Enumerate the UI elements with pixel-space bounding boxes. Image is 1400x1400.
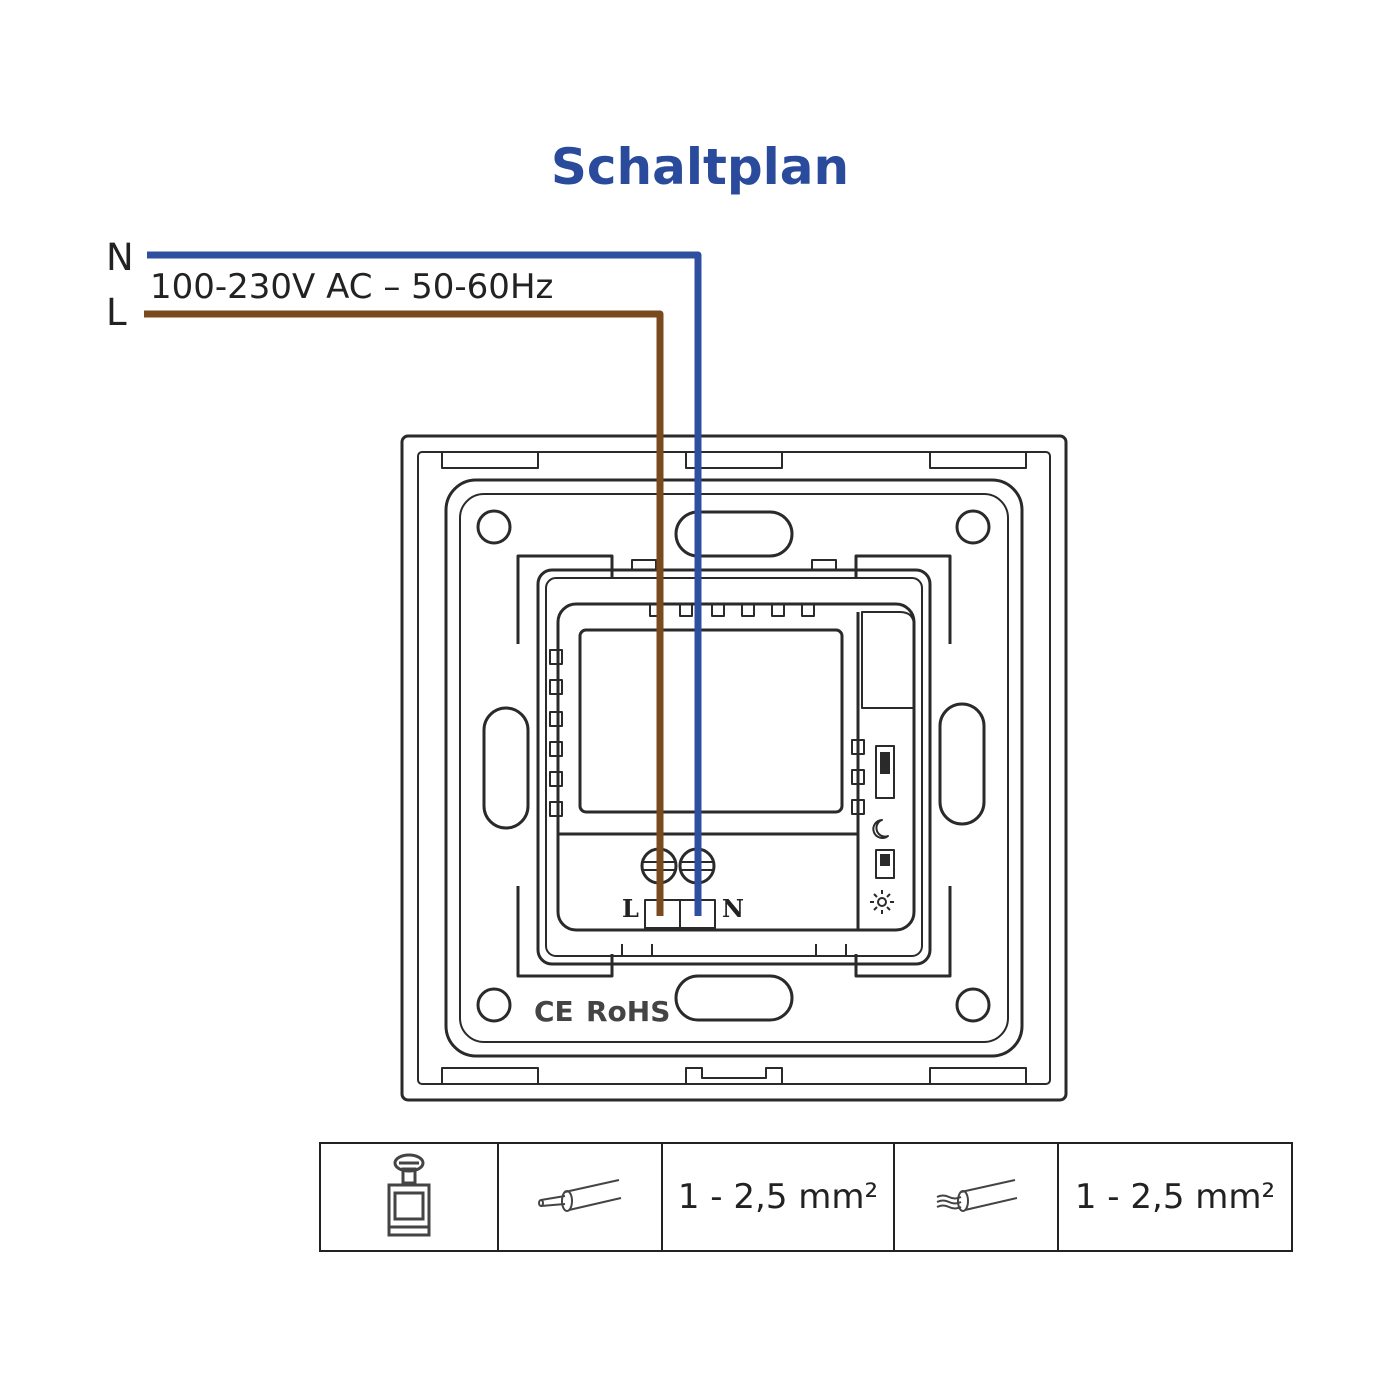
spec-cell-solid-range: 1 - 2,5 mm² (661, 1142, 895, 1252)
stranded-wire-icon (936, 1179, 1018, 1212)
screw-hole (476, 509, 512, 545)
rohs-mark: RoHS (586, 995, 670, 1028)
screw-hole (476, 987, 512, 1023)
spec-cell-stranded-wire (893, 1142, 1059, 1252)
neutral-label: N (106, 236, 134, 279)
supply-voltage-label: 100-230V AC – 50-60Hz (150, 267, 554, 307)
screw-hole (955, 509, 991, 545)
terminal-label-l: L (622, 894, 639, 923)
moon-icon (872, 819, 889, 839)
screw-hole (955, 987, 991, 1023)
spec-cell-screw (319, 1142, 499, 1252)
mounting-plate (444, 478, 1024, 1058)
mounting-slot (482, 706, 530, 830)
mounting-slot (674, 510, 794, 558)
sun-icon (870, 890, 894, 914)
live-label: L (106, 291, 127, 334)
mounting-slot (938, 702, 986, 826)
module-body (556, 602, 916, 932)
display-window (578, 628, 844, 814)
ce-mark: CE (534, 995, 574, 1028)
solid-wire-icon (538, 1179, 622, 1212)
wire-spec-table: 1 - 2,5 mm² 1 - 2,5 mm² (319, 1142, 1293, 1252)
wiring-diagram: L N CE RoHS (144, 251, 1068, 1102)
spec-cell-stranded-range: 1 - 2,5 mm² (1057, 1142, 1293, 1252)
diagram-title: Schaltplan (550, 138, 850, 196)
outer-frame (400, 434, 1068, 1102)
neutral-wire (147, 251, 702, 916)
live-wire (144, 310, 664, 916)
terminal-label-n: N (722, 894, 744, 923)
spec-cell-solid-wire (497, 1142, 663, 1252)
mounting-slot (674, 974, 794, 1022)
insert-module (536, 568, 932, 966)
dip-switch (875, 849, 895, 879)
dip-switch (875, 745, 895, 799)
screw-terminal-icon (387, 1153, 431, 1237)
device-back-view (400, 434, 1068, 1102)
